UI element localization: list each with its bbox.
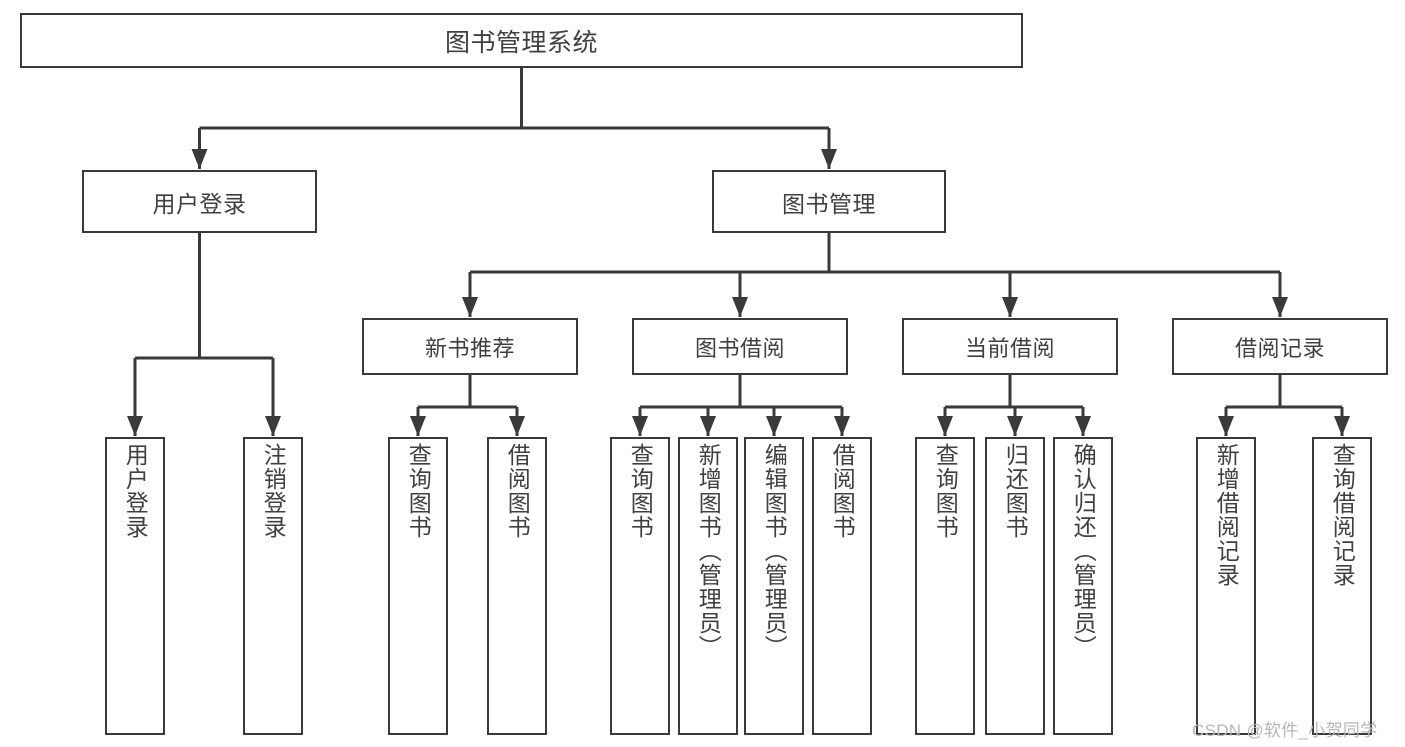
node-label: 图书管理系统 (444, 28, 598, 57)
node-leaf-query-book-1[interactable]: 查询图书 (388, 437, 448, 735)
arrow-head (1075, 416, 1091, 436)
node-leaf-confirm-return[interactable]: 确认归还（管理员） (1053, 437, 1113, 735)
node-current-borrow[interactable]: 当前借阅 (902, 318, 1118, 375)
node-label: 用户登录 (122, 443, 149, 539)
node-label: 查询图书 (405, 443, 432, 539)
node-leaf-query-book-2[interactable]: 查询图书 (610, 437, 670, 735)
node-leaf-add-record[interactable]: 新增借阅记录 (1196, 437, 1256, 735)
node-leaf-user-login[interactable]: 用户登录 (105, 437, 165, 735)
node-label: 注销登录 (260, 443, 287, 539)
arrow-head (1272, 297, 1288, 317)
arrow-head (834, 416, 850, 436)
arrow-head (410, 416, 426, 436)
node-leaf-return-book[interactable]: 归还图书 (985, 437, 1045, 735)
arrow-head (1007, 416, 1023, 436)
node-label: 确认归还（管理员） (1070, 443, 1097, 659)
arrow-head (766, 416, 782, 436)
node-label: 借阅记录 (1234, 335, 1325, 361)
node-label: 归还图书 (1002, 443, 1029, 539)
node-label: 借阅图书 (504, 443, 531, 539)
arrow-head (937, 416, 953, 436)
node-label: 借阅图书 (829, 443, 856, 539)
node-label: 查询图书 (932, 443, 959, 539)
node-label: 当前借阅 (964, 335, 1055, 361)
node-borrow-record[interactable]: 借阅记录 (1172, 318, 1388, 375)
arrow-head (821, 149, 837, 169)
arrow-head (191, 149, 208, 169)
arrow-head (265, 416, 281, 436)
node-leaf-query-record[interactable]: 查询借阅记录 (1312, 437, 1372, 735)
node-book-borrow[interactable]: 图书借阅 (632, 318, 848, 375)
node-new-book-rec[interactable]: 新书推荐 (362, 318, 578, 375)
node-label: 图书管理 (782, 190, 876, 217)
arrow-head (1218, 416, 1234, 436)
node-label: 用户登录 (152, 190, 247, 217)
watermark-label: CSDN @软件_小贺同学 (1192, 721, 1378, 740)
node-label: 查询图书 (627, 443, 654, 539)
arrow-head (1002, 297, 1018, 317)
node-label: 编辑图书（管理员） (761, 443, 788, 659)
node-user-login[interactable]: 用户登录 (82, 170, 317, 233)
node-leaf-borrow-book-2[interactable]: 借阅图书 (812, 437, 872, 735)
node-label: 图书借阅 (694, 335, 785, 361)
node-leaf-query-book-3[interactable]: 查询图书 (915, 437, 975, 735)
node-label: 新增图书（管理员） (695, 443, 722, 659)
node-label: 新增借阅记录 (1213, 443, 1240, 587)
node-leaf-borrow-book-1[interactable]: 借阅图书 (487, 437, 547, 735)
node-leaf-logout[interactable]: 注销登录 (243, 437, 303, 735)
arrow-head (462, 297, 478, 317)
arrow-head (1334, 416, 1350, 436)
node-leaf-add-book[interactable]: 新增图书（管理员） (678, 437, 738, 735)
node-book-manage[interactable]: 图书管理 (712, 170, 946, 233)
node-label: 新书推荐 (424, 335, 515, 361)
arrow-head (509, 416, 525, 436)
arrow-head (700, 416, 716, 436)
arrow-head (732, 297, 748, 317)
node-leaf-edit-book[interactable]: 编辑图书（管理员） (744, 437, 804, 735)
node-root[interactable]: 图书管理系统 (20, 13, 1023, 68)
arrow-head (632, 416, 648, 436)
arrow-head (127, 416, 143, 436)
node-label: 查询借阅记录 (1329, 443, 1356, 587)
